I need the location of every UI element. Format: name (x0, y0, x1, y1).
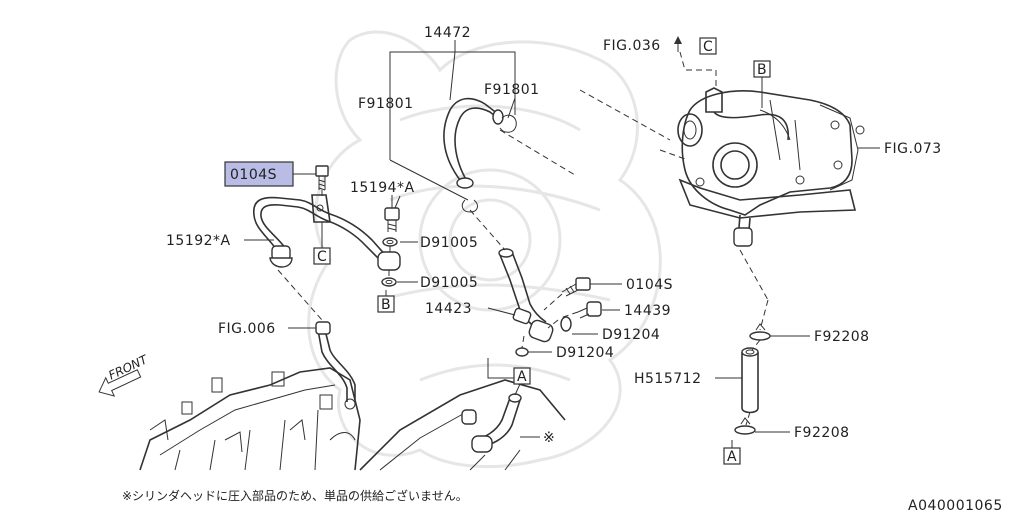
clamp-f92208-bottom (734, 417, 756, 435)
press-fit-pipe (461, 393, 540, 453)
clamp-f92208-top (749, 323, 771, 341)
ref-c-top: C (703, 39, 713, 55)
ref-box-c-top (699, 37, 717, 55)
label-f91801-left[interactable]: F91801 (358, 96, 414, 112)
hose-14472 (443, 97, 517, 213)
label-fig006[interactable]: FIG.006 (218, 321, 276, 337)
label-f92208-top[interactable]: F92208 (814, 329, 870, 345)
watermark (307, 30, 662, 469)
footer-note: ※シリンダヘッドに圧入部品のため、単品の供給ございません。 (122, 488, 468, 503)
ref-box-b-top (753, 60, 771, 78)
washer-d91005 (381, 237, 398, 287)
assembly-lines (277, 51, 769, 426)
ref-box-a-bottom (723, 447, 741, 465)
label-15194a[interactable]: 15194*A (350, 180, 415, 196)
ref-b-mid: B (381, 297, 391, 313)
label-f92208-bottom[interactable]: F92208 (794, 425, 850, 441)
label-f91801-right[interactable]: F91801 (484, 82, 540, 98)
part-0104s-highlight[interactable] (224, 161, 294, 187)
label-14439[interactable]: 14439 (624, 303, 671, 319)
label-fig073[interactable]: FIG.073 (884, 141, 942, 157)
leader-lines (244, 40, 880, 448)
label-0104s-mid[interactable]: 0104S (626, 277, 673, 293)
fig006-pipe (315, 321, 356, 410)
label-asterisk: ※ (543, 430, 555, 446)
diagram-code: A040001065 (908, 498, 1003, 512)
ref-b-top: B (757, 62, 767, 78)
part-labels: 14472 F91801 F91801 FIG.036 FIG.073 0104… (166, 25, 942, 446)
bolt-0104s-top (315, 165, 329, 191)
label-d91005-top[interactable]: D91005 (420, 235, 478, 251)
fig036-arrow (674, 36, 682, 52)
label-d91005-bottom[interactable]: D91005 (420, 275, 478, 291)
label-15192a[interactable]: 15192*A (166, 233, 231, 249)
ref-a-bottom: A (727, 449, 737, 465)
hose-h515712 (741, 347, 759, 414)
ref-box-c-mid (313, 247, 331, 265)
label-d91204-left[interactable]: D91204 (556, 345, 614, 361)
front-arrow: FRONT (98, 352, 151, 397)
ref-box-b-mid (377, 295, 395, 313)
label-d91204-right[interactable]: D91204 (602, 327, 660, 343)
plug-14439 (577, 301, 602, 319)
front-label: FRONT (106, 352, 151, 383)
label-fig036[interactable]: FIG.036 (603, 38, 661, 54)
turbocharger (677, 87, 865, 247)
union-bolt-15194a (384, 195, 400, 232)
label-14472[interactable]: 14472 (424, 25, 471, 41)
label-h515712[interactable]: H515712 (634, 371, 701, 387)
ref-a-mid: A (517, 369, 527, 385)
cylinder-head (359, 379, 566, 471)
oil-return-pipe-14423 (498, 248, 554, 343)
engine-block (139, 367, 361, 471)
ref-c-mid: C (317, 249, 327, 265)
reference-boxes: C B C B A A (313, 37, 771, 465)
ref-box-a-mid (513, 367, 531, 385)
label-14423[interactable]: 14423 (425, 301, 472, 317)
oil-feed-pipe-15192a (253, 194, 401, 271)
label-0104s-top[interactable]: 0104S (230, 167, 277, 183)
